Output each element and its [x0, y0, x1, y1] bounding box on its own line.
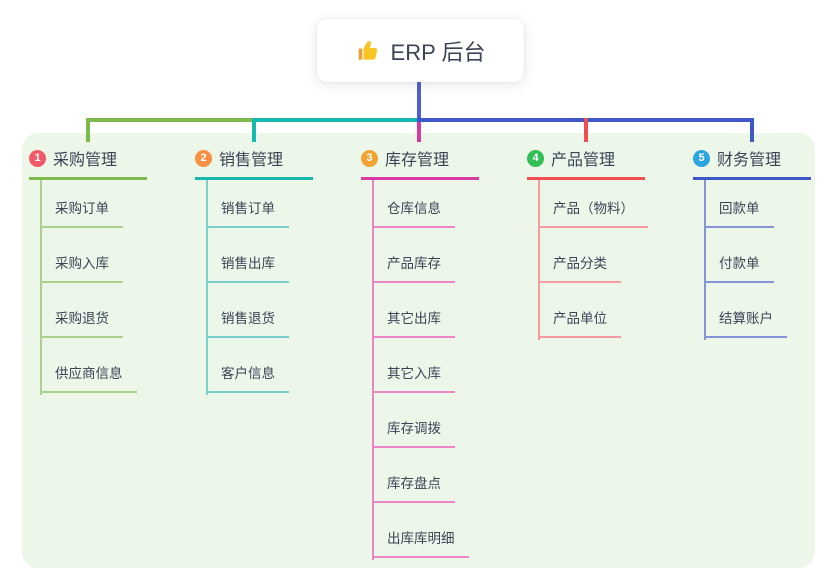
connector-line	[86, 118, 90, 142]
branch-label: 采购管理	[53, 152, 118, 169]
branch-child-connector	[372, 178, 374, 560]
branch-node-1[interactable]: 1 采购管理	[29, 146, 147, 180]
connector-line	[417, 82, 421, 122]
child-node[interactable]: 回款单	[704, 200, 774, 228]
branch-node-5[interactable]: 5 财务管理	[693, 146, 811, 180]
branch-label: 库存管理	[385, 152, 450, 169]
branch-child-connector	[40, 178, 42, 395]
child-node[interactable]: 结算账户	[704, 310, 787, 338]
branch-node-2[interactable]: 2 销售管理	[195, 146, 313, 180]
child-node[interactable]: 库存盘点	[372, 475, 455, 503]
branch-number-badge: 5	[693, 149, 710, 167]
branch-number-badge: 1	[29, 149, 46, 167]
child-node[interactable]: 销售退货	[206, 310, 289, 338]
branch-number-badge: 2	[195, 149, 212, 167]
branch-node-4[interactable]: 4 产品管理	[527, 146, 645, 180]
thumbs-up-icon	[358, 41, 377, 60]
branch-label: 销售管理	[219, 152, 284, 169]
child-node[interactable]: 仓库信息	[372, 200, 455, 228]
child-node[interactable]: 产品（物料）	[538, 200, 648, 228]
child-node[interactable]: 采购订单	[40, 200, 123, 228]
child-node[interactable]: 产品单位	[538, 310, 621, 338]
child-node[interactable]: 出库库明细	[372, 530, 469, 558]
child-node[interactable]: 客户信息	[206, 365, 289, 393]
branch-number-badge: 3	[361, 149, 378, 167]
child-node[interactable]: 库存调拨	[372, 420, 455, 448]
connector-line	[750, 118, 754, 142]
child-node[interactable]: 销售出库	[206, 255, 289, 283]
connector-line	[252, 118, 256, 142]
branch-child-connector	[206, 178, 208, 395]
child-node[interactable]: 产品库存	[372, 255, 455, 283]
branch-number-badge: 4	[527, 149, 544, 167]
branch-label: 财务管理	[717, 152, 782, 169]
connector-line	[417, 122, 421, 142]
child-node[interactable]: 付款单	[704, 255, 774, 283]
child-node[interactable]: 销售订单	[206, 200, 289, 228]
branches-panel	[22, 133, 815, 568]
connector-line	[584, 118, 588, 142]
connector-line	[252, 118, 421, 122]
child-node[interactable]: 采购退货	[40, 310, 123, 338]
child-node[interactable]: 产品分类	[538, 255, 621, 283]
branch-child-connector	[704, 178, 706, 340]
branch-node-3[interactable]: 3 库存管理	[361, 146, 479, 180]
root-title: ERP 后台	[390, 39, 486, 65]
child-node[interactable]: 其它出库	[372, 310, 455, 338]
root-node[interactable]: ERP 后台	[317, 19, 524, 82]
child-node[interactable]: 采购入库	[40, 255, 123, 283]
child-node[interactable]: 其它入库	[372, 365, 455, 393]
child-node[interactable]: 供应商信息	[40, 365, 137, 393]
branch-child-connector	[538, 178, 540, 340]
branch-label: 产品管理	[551, 152, 616, 169]
